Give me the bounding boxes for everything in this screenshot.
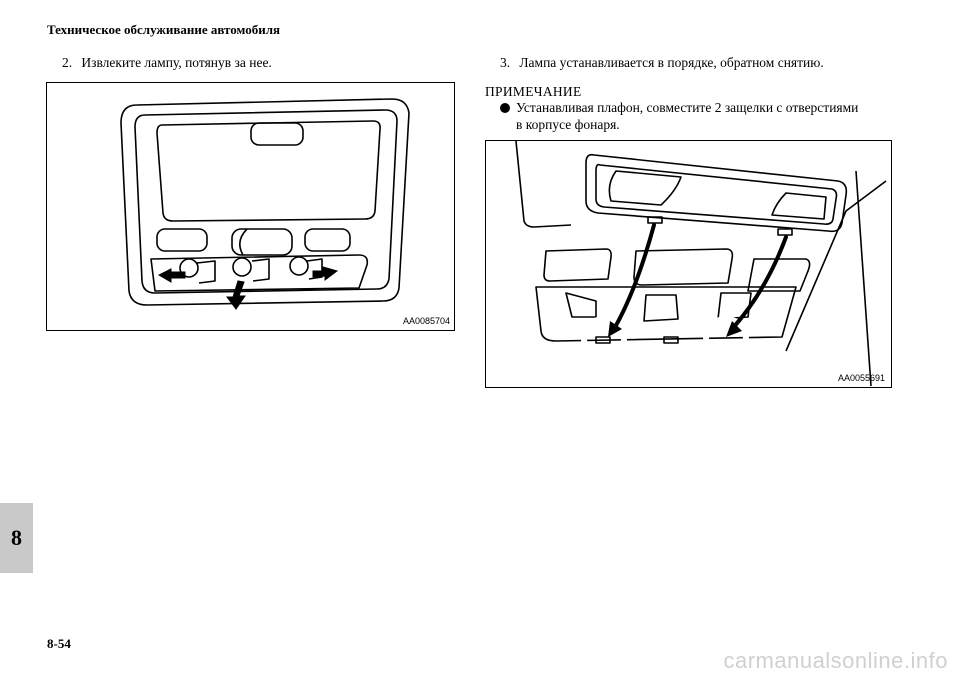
note-line-2: в корпусе фонаря. [516, 117, 620, 132]
note-title: ПРИМЕЧАНИЕ [485, 84, 582, 99]
note-line-1: Устанавливая плафон, совместите 2 защелк… [516, 100, 859, 115]
watermark: carmanualsonline.info [723, 648, 948, 673]
step-2: 2. Извлеките лампу, потянув за нее. [62, 55, 272, 71]
page-number: 8-54 [47, 636, 71, 651]
figure-code-right: AA0055691 [838, 373, 885, 383]
step-2-number: 2. [62, 55, 73, 70]
bullet-icon [500, 103, 510, 113]
cover-installation-illustration: AA0055691 [515, 141, 887, 387]
note-item: Устанавливая плафон, совместите 2 защелк… [500, 99, 858, 133]
figure-remove-lamp: AA0085704 [46, 82, 455, 331]
chapter-tab: 8 [0, 503, 33, 573]
lamp-removal-illustration: AA0085704 [120, 98, 450, 326]
figure-install-cover: AA0055691 [485, 140, 892, 388]
step-3-text: Лампа устанавливается в порядке, обратно… [519, 55, 824, 70]
step-3: 3. Лампа устанавливается в порядке, обра… [500, 55, 824, 71]
running-header: Техническое обслуживание автомобиля [47, 22, 281, 37]
figure-code-left: AA0085704 [403, 316, 450, 326]
step-3-number: 3. [500, 55, 511, 70]
step-2-text: Извлеките лампу, потянув за нее. [81, 55, 272, 70]
